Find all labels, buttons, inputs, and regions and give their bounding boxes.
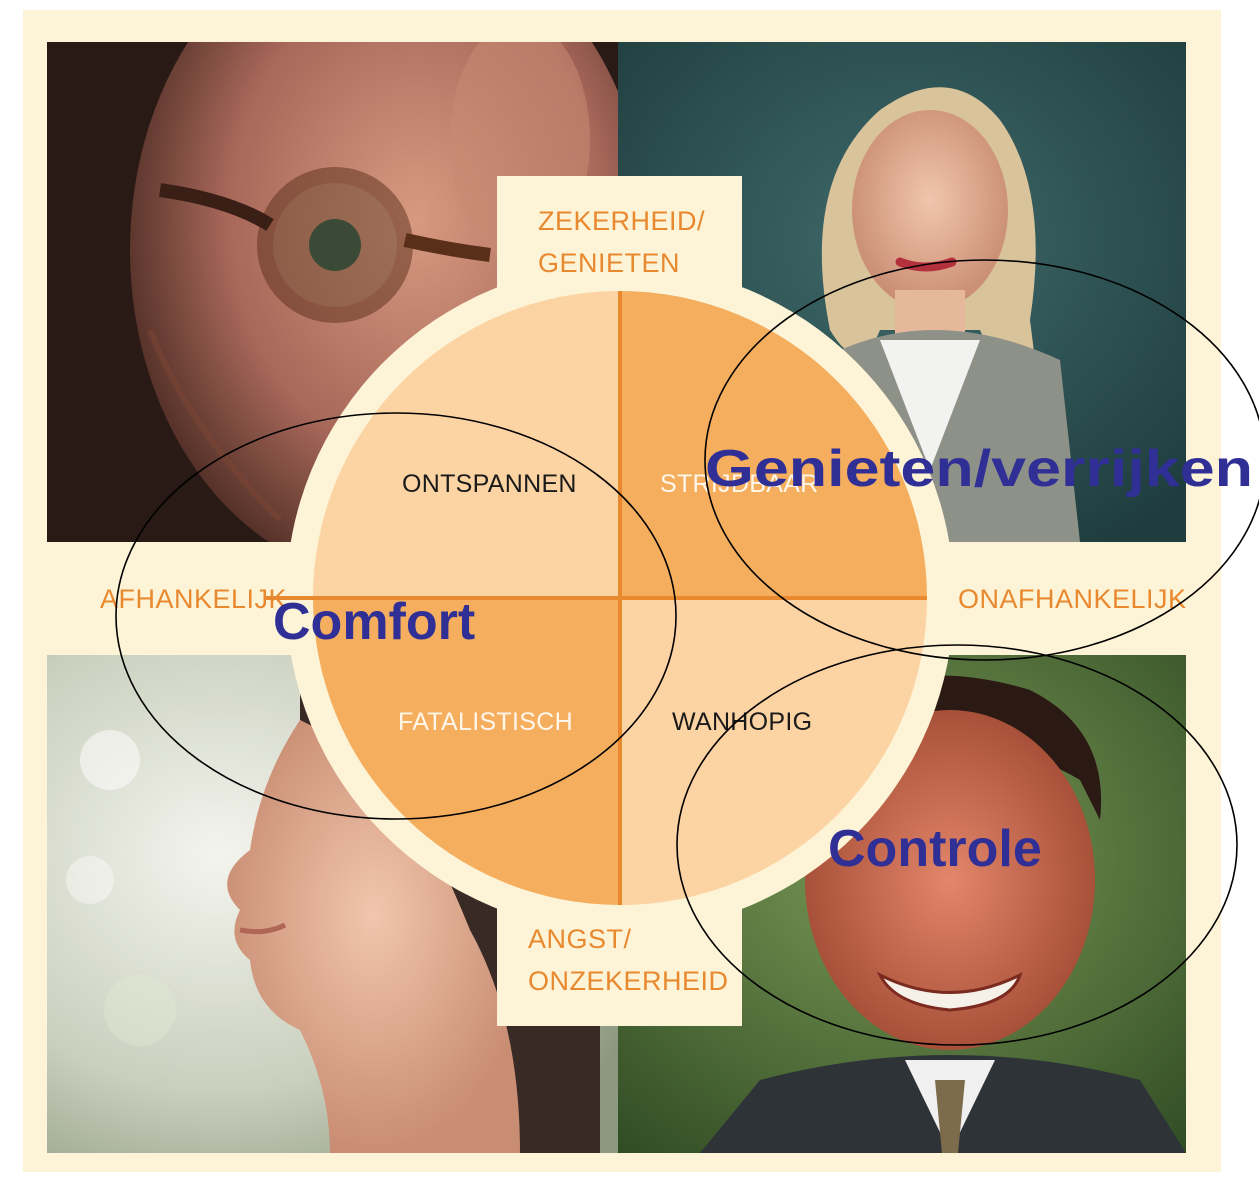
- ellipse-comfort: [115, 412, 677, 820]
- axis-right: ONAFHANKELIJK: [958, 584, 1187, 614]
- quadrant-top-right: [620, 291, 927, 598]
- axis-bottom-line1: ANGST/: [528, 924, 632, 954]
- quadrant-circle: [265, 291, 927, 905]
- axis-top-line1: ZEKERHEID/: [538, 206, 705, 236]
- quadrant-label-wanhopig: WANHOPIG: [672, 708, 812, 736]
- overlay-label-genieten: Genieten/verrijken: [705, 440, 1253, 498]
- quadrant-top-left: [313, 291, 620, 598]
- overlay-label-controle: Controle: [828, 820, 1042, 878]
- quadrant-label-fatalistisch: FATALISTISCH: [398, 708, 573, 736]
- quadrant-label-ontspannen: ONTSPANNEN: [402, 470, 577, 498]
- overlay-label-comfort: Comfort: [273, 593, 475, 651]
- quadrant-label-strijdbaar: STRIJDBAAR: [660, 470, 819, 498]
- axis-top-line2: GENIETEN: [538, 248, 680, 278]
- quadrant-bottom-right: [620, 598, 927, 905]
- ellipse-genieten: [704, 259, 1259, 661]
- axis-bottom-line2: ONZEKERHEID: [528, 966, 729, 996]
- axis-left: AFHANKELIJK: [100, 584, 287, 614]
- ellipse-controle: [676, 644, 1238, 1046]
- quadrant-bottom-left: [313, 598, 620, 905]
